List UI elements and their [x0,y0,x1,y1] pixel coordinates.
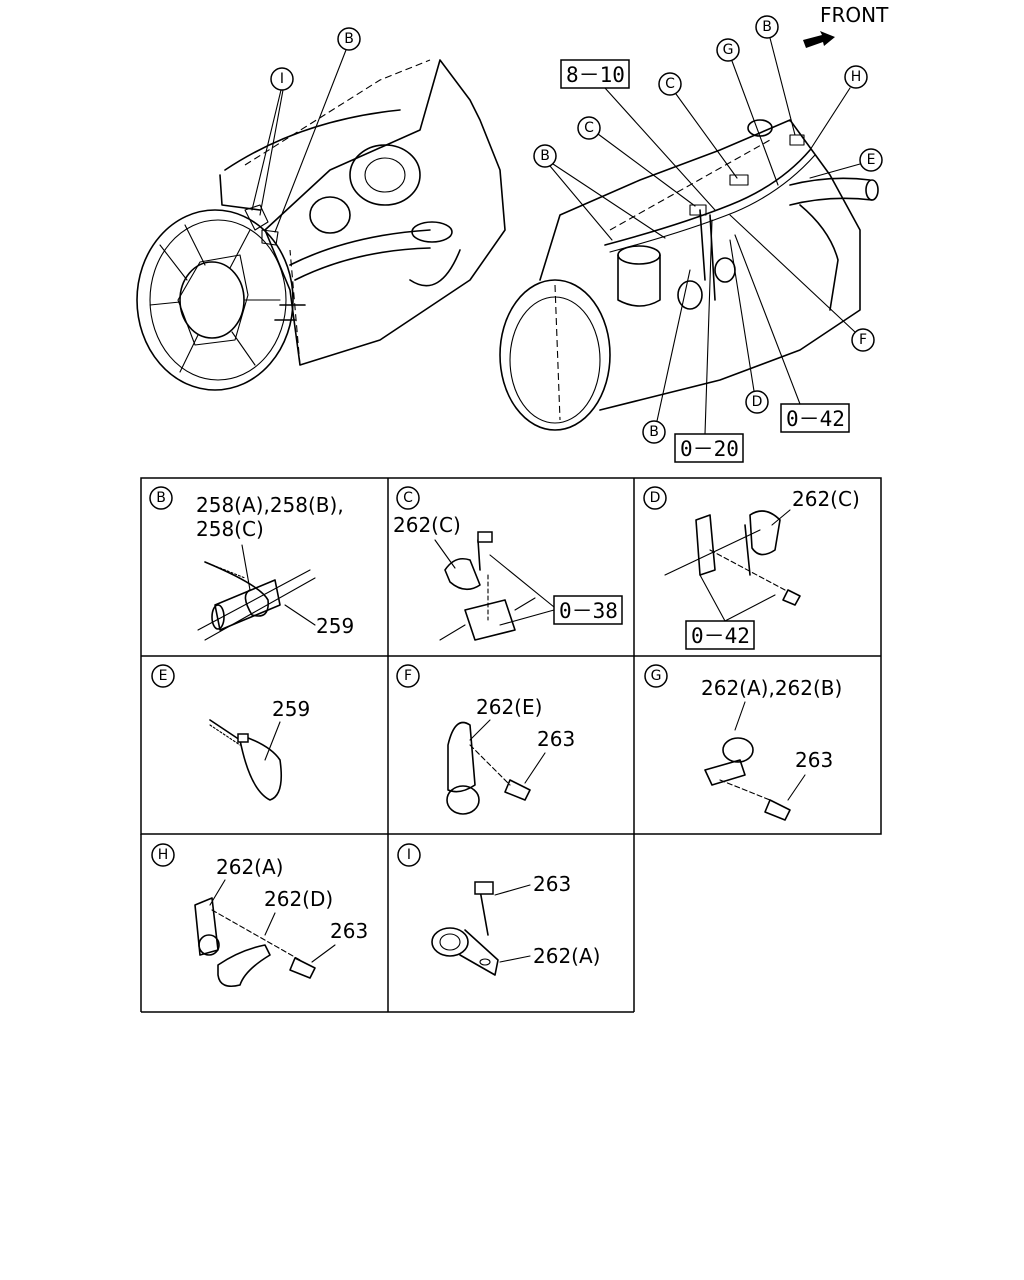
panel-h-label-1: 262(A) [216,855,283,879]
detail-grid [140,477,882,1013]
panel-g-letter: G [651,668,662,684]
panel-i-label-1: 263 [533,872,571,896]
panel-c-label-1: 262(C) [393,513,461,537]
front-label: FRONT [820,3,889,27]
callout-letter-e: E [867,152,876,168]
callout-letter-b-left: B [344,31,354,47]
detail-panel-h: H 262(A) 262(D) 263 [151,843,368,988]
panel-f-label-2: 263 [537,727,575,751]
ref-8-10: 8－10 [566,63,625,87]
panel-f-label-1: 262(E) [476,695,542,719]
ref-0-20: 0－20 [680,437,739,461]
panel-f-letter: F [404,668,412,684]
panel-b-label-3: 259 [316,614,354,638]
detail-panel-c: C 262(C) 0－38 [393,486,623,641]
detail-panel-b: B 258(A),258(B), 258(C) 259 [149,486,354,641]
panel-i-letter: I [407,847,411,863]
callout-letter-f: F [859,332,867,348]
callout-letter-c-left: C [584,120,594,136]
detail-panel-d: D 262(C) 0－42 [643,486,860,650]
callout-letter-h: H [851,69,862,85]
callout-circle-i [270,67,294,91]
panel-e-letter: E [159,668,168,684]
left-callouts: I B [251,27,361,233]
detail-panel-i: I 263 262(A) [397,843,600,976]
panel-g-label-2: 263 [795,748,833,772]
callout-letter-b-bottom: B [649,424,659,440]
ref-box-8-10 [560,59,630,89]
ref-box-0-42-top [780,403,850,433]
panel-b-letter: B [156,490,166,506]
panel-d-label-1: 262(C) [792,487,860,511]
detail-panel-f: F 262(E) 263 [396,664,575,815]
front-arrow-icon [803,31,835,48]
right-callouts: 8－10 B G H C C E B F D B 0－20 [533,15,883,463]
panel-e-label-1: 259 [272,697,310,721]
callout-letter-b-left2: B [540,148,550,164]
left-engine-illustration [136,59,506,391]
ref-0-42-bottom: 0－42 [691,624,750,648]
panel-b-label-1: 258(A),258(B), [196,493,344,517]
panel-d-letter: D [650,490,661,506]
callout-letter-i: I [280,71,284,87]
detail-panel-g: G 262(A),262(B) 263 [644,664,842,821]
panel-h-label-3: 263 [330,919,368,943]
panel-h-label-2: 262(D) [264,887,333,911]
right-engine-illustration [499,119,879,431]
panel-i-label-2: 262(A) [533,944,600,968]
callout-letter-g: G [723,42,734,58]
callout-letter-b-top: B [762,19,772,35]
ref-0-42-top: 0－42 [786,407,845,431]
front-indicator: FRONT [803,3,889,48]
panel-g-label-1: 262(A),262(B) [701,676,842,700]
ref-0-38: 0－38 [559,599,618,623]
panel-c-letter: C [403,490,413,506]
callout-letter-c-top: C [665,76,675,92]
ref-box-0-20 [674,433,744,463]
panel-h-letter: H [158,847,169,863]
detail-panel-e: E 259 [151,664,310,801]
ref-box-0-42-bottom [685,620,755,650]
callout-circle-b-left [337,27,361,51]
callout-letter-d: D [752,394,763,410]
panel-b-label-2: 258(C) [196,517,264,541]
